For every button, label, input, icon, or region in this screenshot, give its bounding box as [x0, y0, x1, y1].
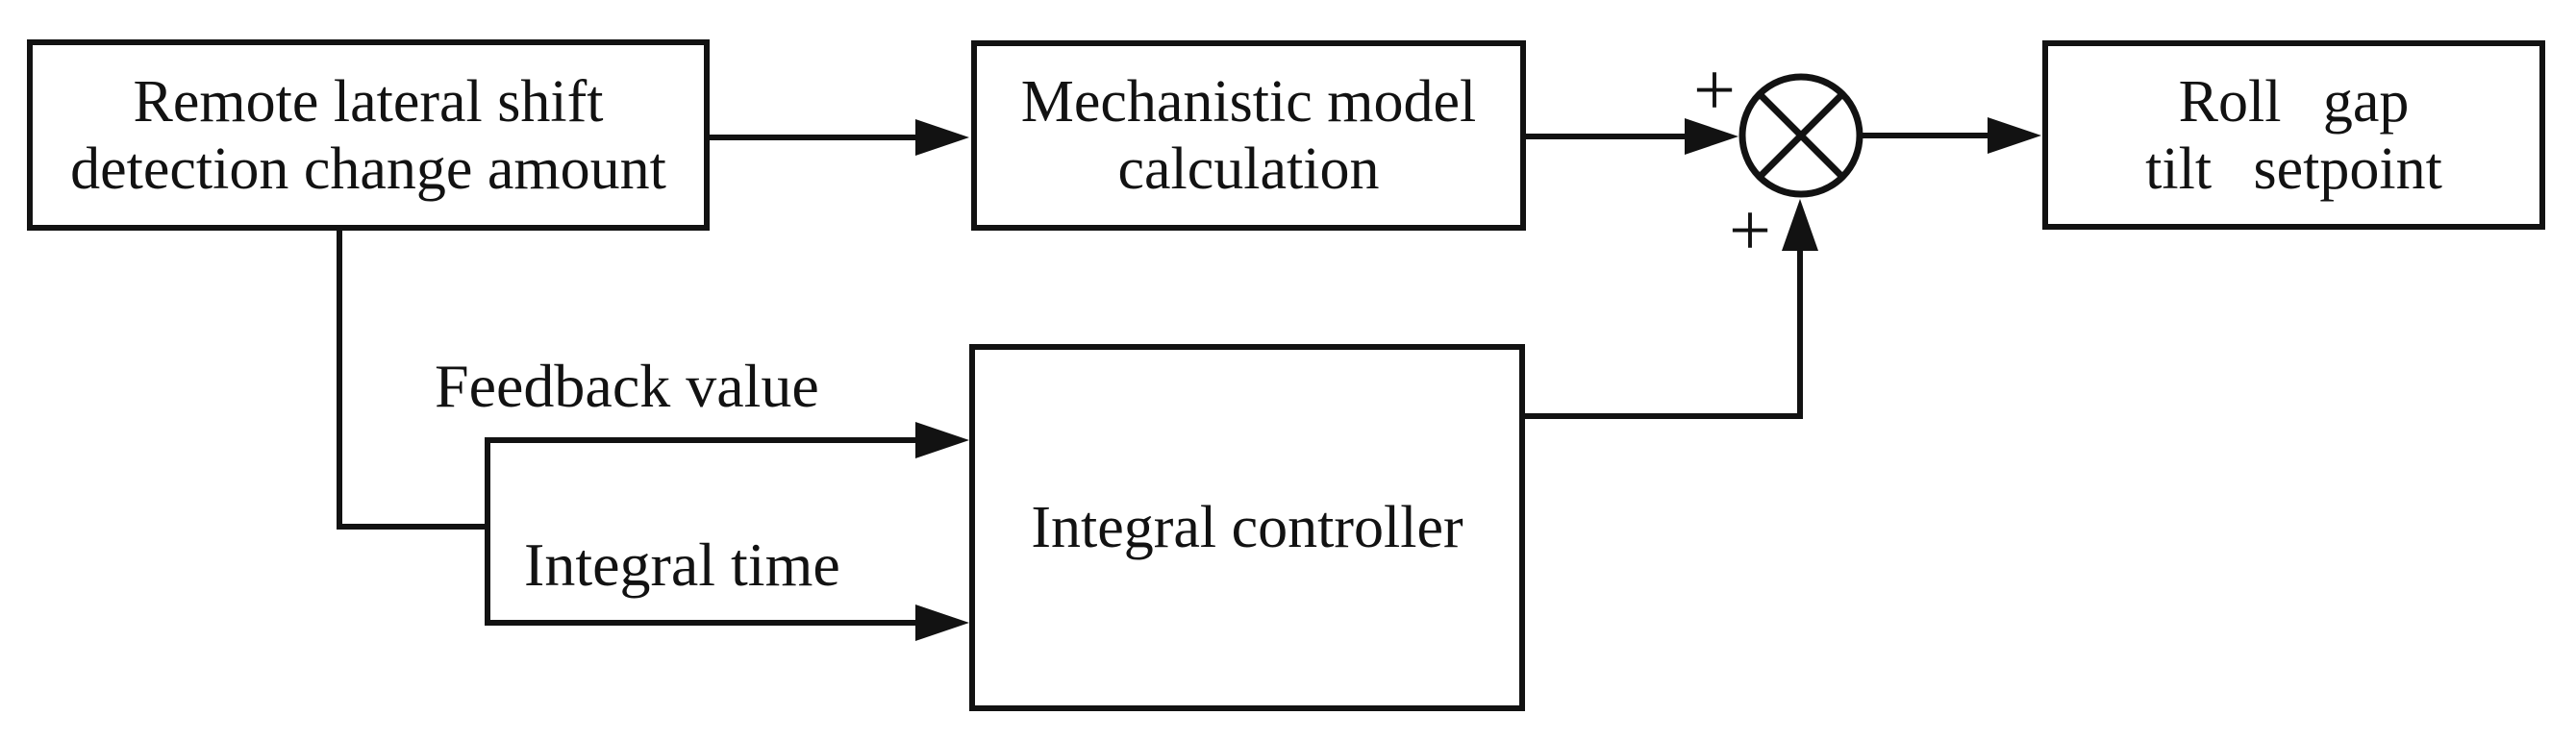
arrowhead-into-mechanistic	[915, 119, 969, 156]
plus-sign-bottom: +	[1729, 188, 1771, 272]
block-integral-label: Integral controller	[1031, 495, 1463, 560]
label-feedback-value: Feedback value	[435, 352, 819, 420]
arrowhead-into-junction-bottom	[1782, 199, 1818, 251]
wire-integral-to-junction	[1523, 249, 1803, 419]
block-mechanistic-label-line2: calculation	[1117, 136, 1380, 202]
block-rollgap-label-line2: tilt setpoint	[2145, 136, 2442, 202]
block-integral-controller: Integral controller	[969, 344, 1525, 711]
block-mechanistic-model: Mechanistic model calculation	[971, 40, 1526, 231]
summing-junction-cross-line	[1757, 91, 1845, 180]
plus-sign-top: +	[1693, 48, 1736, 132]
arrowhead-feedback-into-integral	[915, 422, 969, 458]
arrowhead-into-rollgap	[1988, 117, 2041, 154]
block-mechanistic-label-line1: Mechanistic model	[1020, 69, 1477, 135]
summing-junction	[1738, 73, 1863, 198]
arrowhead-into-junction-left	[1685, 118, 1738, 155]
block-remote-label-line1: Remote lateral shift	[133, 68, 604, 135]
block-rollgap-label-line1: Roll gap	[2178, 68, 2410, 135]
block-remote-lateral-shift: Remote lateral shift detection change am…	[27, 39, 710, 231]
arrowhead-time-into-integral	[915, 604, 969, 641]
label-integral-time: Integral time	[524, 530, 840, 599]
block-remote-label-line2: detection change amount	[70, 136, 666, 202]
wire-remote-branch-elbow	[337, 229, 488, 530]
block-roll-gap-tilt-setpoint: Roll gap tilt setpoint	[2042, 40, 2545, 230]
